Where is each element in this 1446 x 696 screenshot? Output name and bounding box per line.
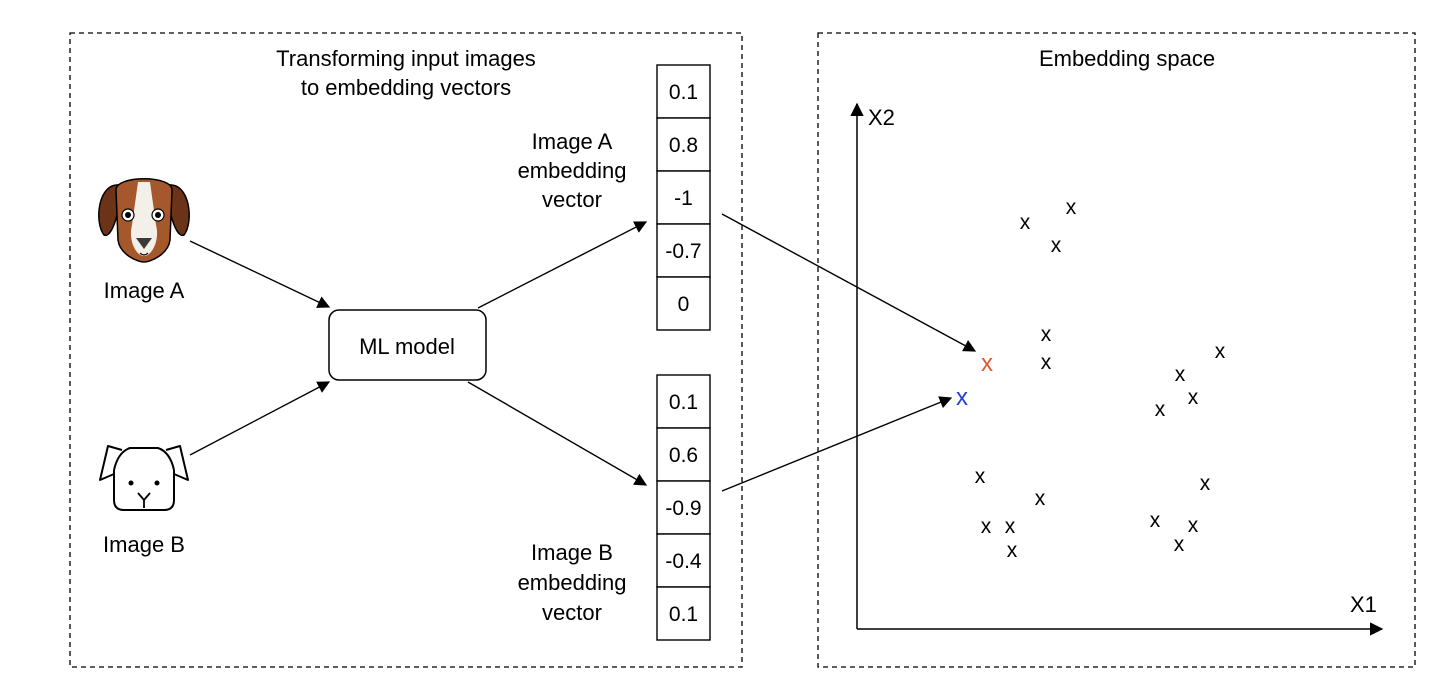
vector-a-cell <box>656 64 711 119</box>
panel-title-line-2: to embedding vectors <box>301 75 511 100</box>
vector-a-cell <box>656 223 711 278</box>
panel-title-line-1: Transforming input images <box>276 46 536 71</box>
embedding-point-b: x <box>956 384 968 411</box>
image-a-label: Image A <box>104 278 185 303</box>
vector-a-value: -1 <box>674 187 693 210</box>
embedding-space-panel: Embedding space X2 X1 x x x x x x x x x … <box>817 32 1416 668</box>
embedding-points: x x x x x x x x x x x x x x x x x x <box>975 196 1226 562</box>
vector-a-value: 0.8 <box>669 134 698 157</box>
embedding-point: x <box>1155 398 1166 421</box>
embedding-space-title: Embedding space <box>1039 46 1215 71</box>
arrow-vector-a-to-point-a <box>721 213 977 352</box>
vector-a: 0.1 0.8 -1 -0.7 0 <box>656 64 711 331</box>
vector-b-caption-line-1: Image B <box>531 540 613 565</box>
dog-face-color-icon <box>98 178 190 263</box>
vector-a-cell <box>656 117 711 172</box>
embedding-point: x <box>1051 234 1062 257</box>
ml-model-label: ML model <box>359 334 455 359</box>
vector-b-value: 0.1 <box>669 391 698 414</box>
arrow-image-a-to-model <box>189 240 331 308</box>
vector-b-cell <box>656 374 711 429</box>
vector-b-caption-line-3: vector <box>542 600 602 625</box>
embedding-point: x <box>981 515 992 538</box>
vector-b-value: -0.4 <box>665 550 702 573</box>
vector-a-value: -0.7 <box>665 240 701 263</box>
embedding-point: x <box>1041 323 1052 346</box>
dog-face-outline-icon <box>99 445 189 511</box>
embedding-point-a: x <box>981 350 993 377</box>
embedding-point: x <box>1188 386 1199 409</box>
embedding-point: x <box>1215 340 1226 363</box>
vector-a-caption-line-2: embedding <box>518 158 627 183</box>
vector-a-caption-line-3: vector <box>542 187 602 212</box>
vector-b-cell <box>656 586 711 641</box>
arrow-model-to-vector-b <box>467 381 648 486</box>
vector-b-cell <box>656 427 711 482</box>
embedding-point: x <box>1007 539 1018 562</box>
transform-panel: Transforming input images to embedding v… <box>69 32 743 668</box>
embedding-point: x <box>1005 515 1016 538</box>
embedding-space-border <box>817 32 1416 668</box>
vector-b-cell <box>656 533 711 588</box>
vector-b: 0.1 0.6 -0.9 -0.4 0.1 <box>656 374 711 641</box>
image-b-label: Image B <box>103 532 185 557</box>
arrow-model-to-vector-a <box>477 221 648 309</box>
transform-panel-border <box>69 32 743 668</box>
ml-model-box <box>328 309 487 381</box>
embedding-point: x <box>1020 211 1031 234</box>
vector-a-value: 0.1 <box>669 81 698 104</box>
embedding-point: x <box>1035 487 1046 510</box>
embedding-point: x <box>975 465 986 488</box>
arrow-vector-b-to-point-b <box>721 396 953 492</box>
vector-b-value: 0.6 <box>669 444 698 467</box>
embedding-point: x <box>1041 351 1052 374</box>
embedding-point: x <box>1174 533 1185 556</box>
embedding-point: x <box>1066 196 1077 219</box>
embedding-point: x <box>1175 363 1186 386</box>
y-axis-label: X2 <box>868 105 895 130</box>
vector-b-caption-line-2: embedding <box>518 570 627 595</box>
x-axis-label: X1 <box>1350 592 1377 617</box>
vector-b-value: -0.9 <box>665 497 701 520</box>
vector-a-caption-line-1: Image A <box>532 129 613 154</box>
embedding-point: x <box>1188 514 1199 537</box>
arrow-image-b-to-model <box>189 381 331 456</box>
embedding-point: x <box>1150 509 1161 532</box>
vector-b-value: 0.1 <box>669 603 698 626</box>
embedding-point: x <box>1200 472 1211 495</box>
vector-a-value: 0 <box>678 293 690 316</box>
vector-a-cell <box>656 276 711 331</box>
